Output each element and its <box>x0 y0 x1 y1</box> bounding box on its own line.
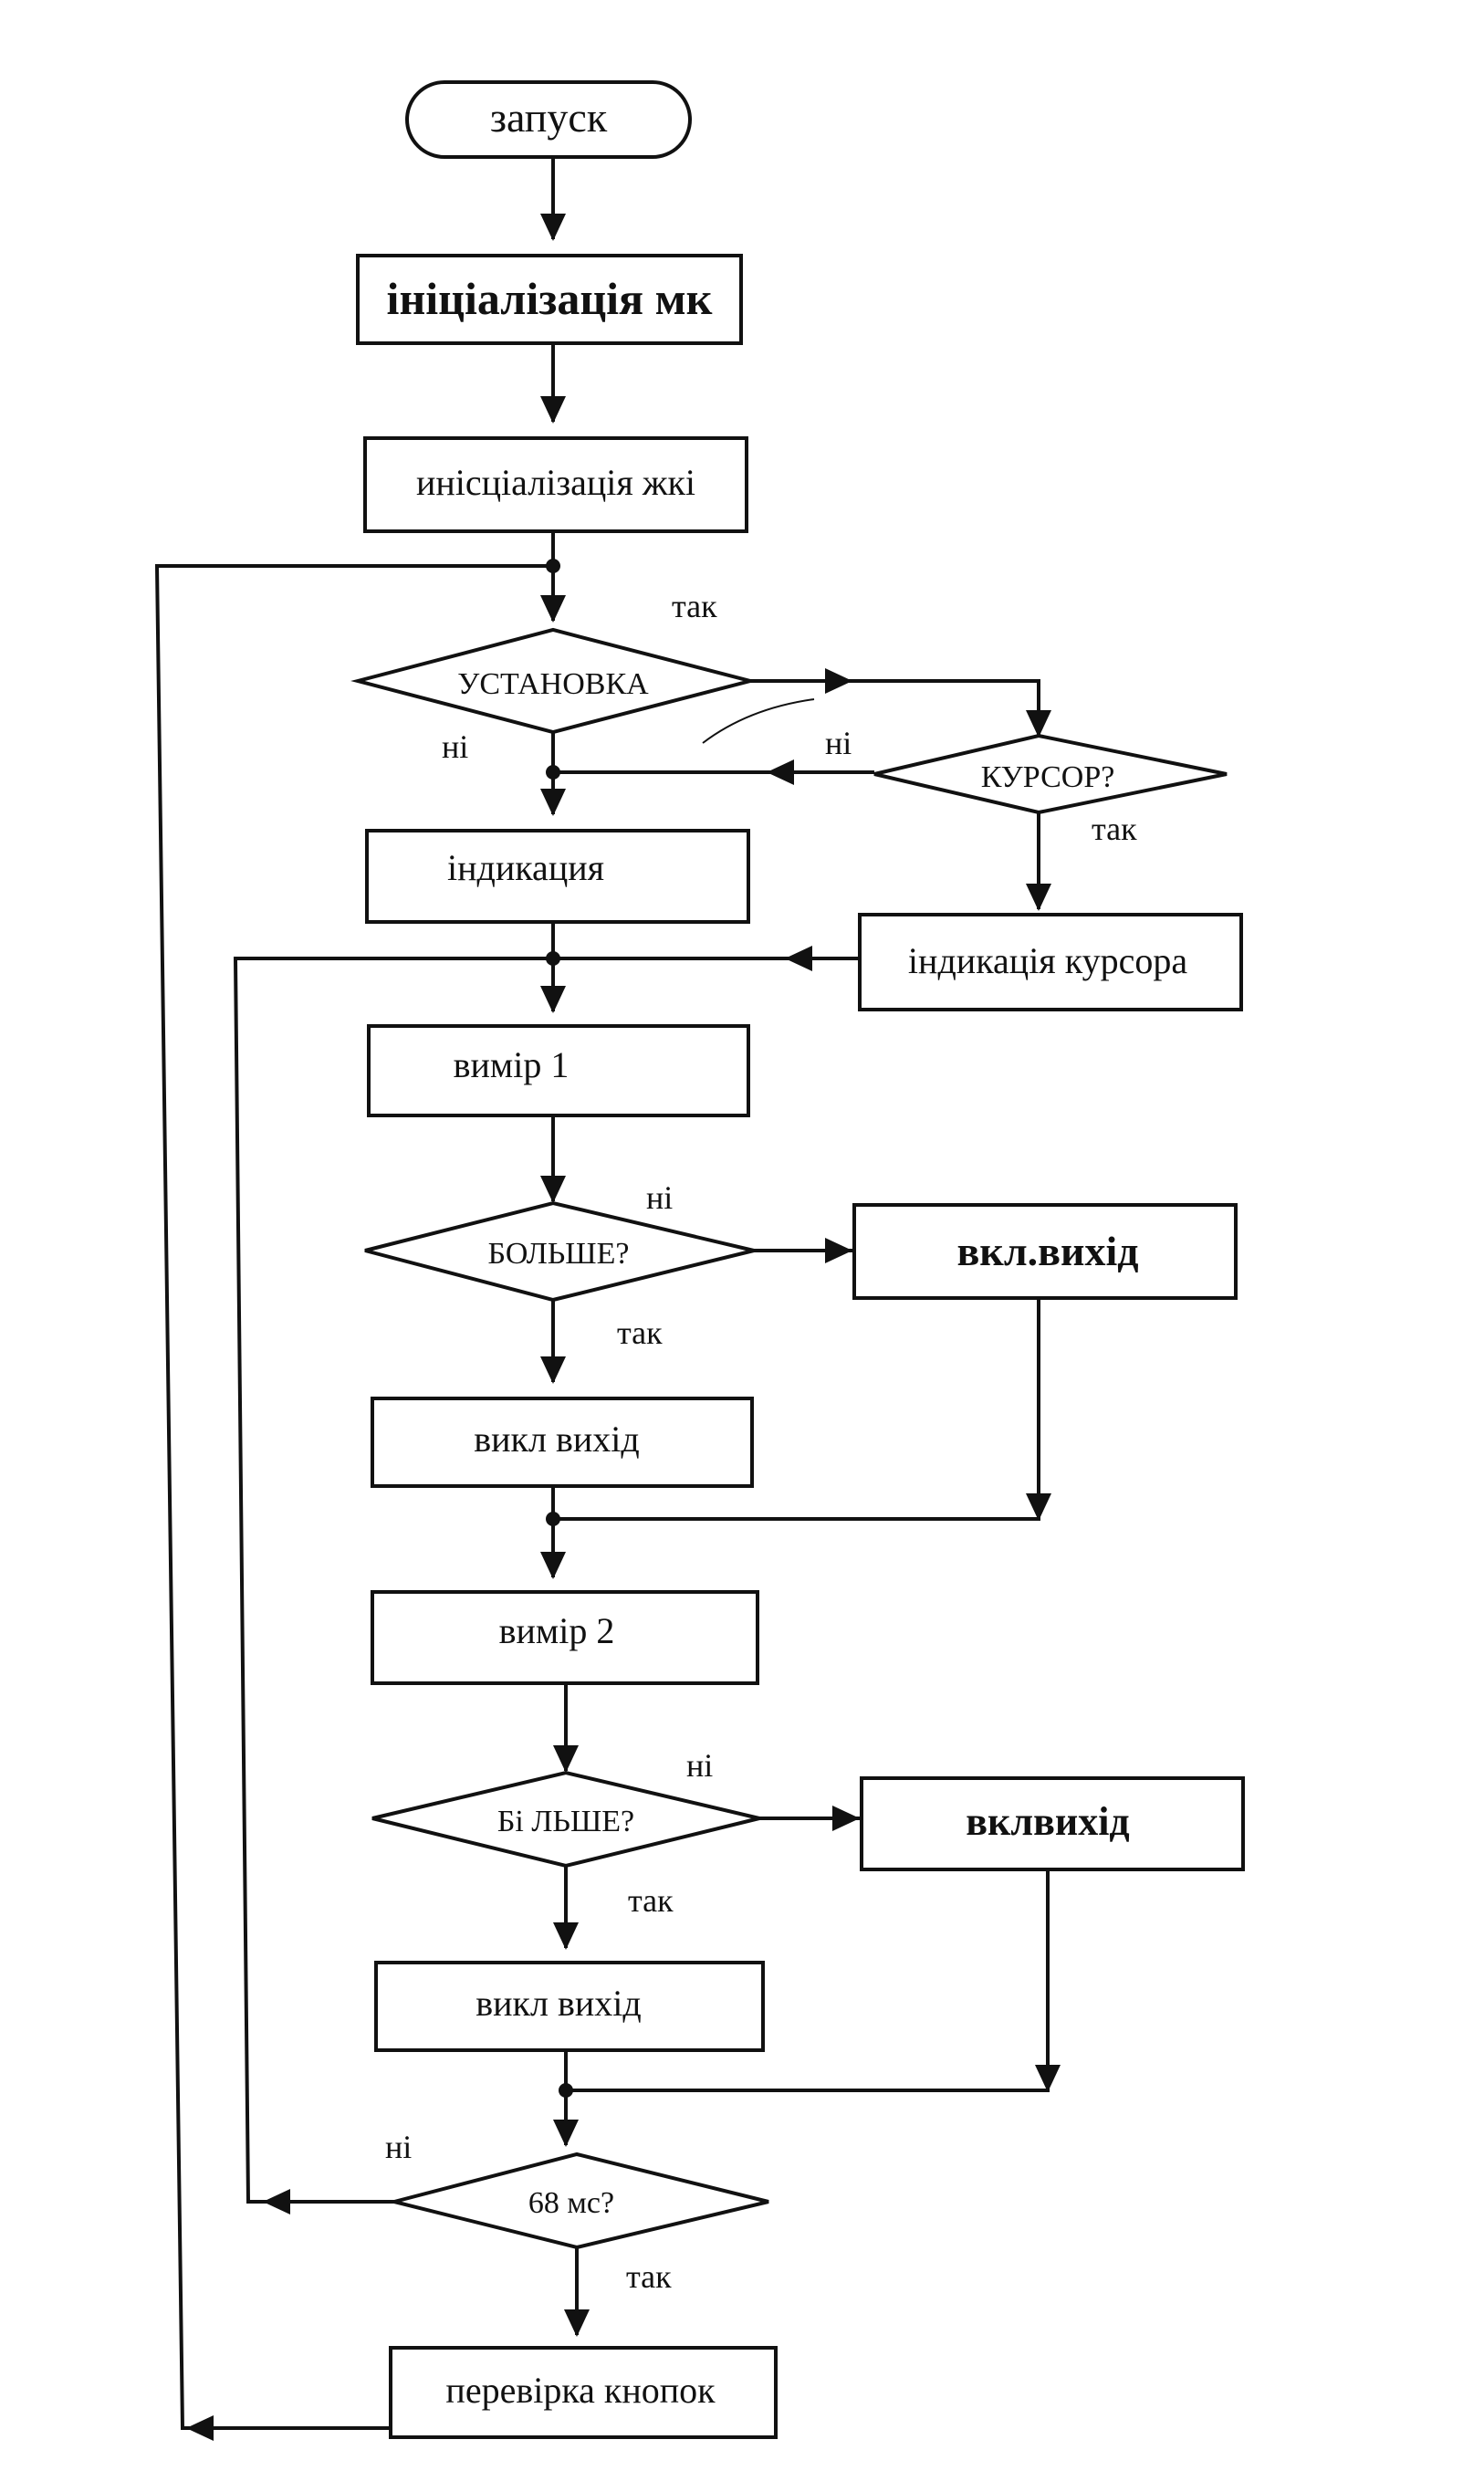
process-shape <box>371 1397 754 1488</box>
process-shape <box>852 1203 1238 1300</box>
decision-shape <box>371 1770 760 1869</box>
node-measure1: вимір 1 <box>367 1024 750 1117</box>
node-check-buttons: перевірка кнопок <box>389 2346 778 2439</box>
process-shape <box>374 1961 765 2052</box>
stray-stroke <box>702 698 815 744</box>
arrow-head <box>540 789 566 816</box>
process-shape <box>356 254 743 345</box>
node-measure2: вимір 2 <box>371 1590 759 1685</box>
arrow-head <box>540 214 566 241</box>
arrow-head <box>553 1922 579 1950</box>
edge-setup-yes <box>750 679 1040 736</box>
junction-dot <box>546 951 560 966</box>
arrow-head <box>540 986 566 1013</box>
node-more2-question: Бі ЛЬШЕ? <box>371 1770 760 1869</box>
edge-label-more2-no: ні <box>686 1747 713 1784</box>
junction-dot <box>546 765 560 780</box>
arrow-head <box>825 668 852 694</box>
edge-label-more-no: ні <box>646 1179 673 1216</box>
arrow-head <box>263 2189 290 2214</box>
arrow-head <box>767 759 794 785</box>
arrow-head <box>553 1745 579 1773</box>
node-label: УСТАНОВКА <box>457 667 649 701</box>
node-cursor-question: КУРСОР? <box>873 733 1228 815</box>
arrow-head <box>825 1238 852 1263</box>
arrow-head <box>540 396 566 424</box>
arrow-head <box>564 2309 590 2337</box>
process-shape <box>371 1590 759 1685</box>
decision-shape <box>873 733 1228 815</box>
node-label: КУРСОР? <box>981 760 1115 794</box>
edge-label-cursor-no: ні <box>825 725 852 761</box>
node-more-question: БОЛЬШЕ? <box>364 1200 755 1303</box>
node-timer-question: 68 мс? <box>393 2152 769 2250</box>
arrow-head <box>540 595 566 623</box>
node-init-lcd: инісціалізація жкі <box>363 436 748 533</box>
node-start: запуск <box>405 80 692 159</box>
node-label: Бі ЛЬШЕ? <box>497 1805 634 1838</box>
arrow-head <box>832 1806 860 1831</box>
node-label: індикация <box>447 847 604 888</box>
process-shape <box>365 829 750 924</box>
node-init-mk: ініціалізація мк <box>356 254 743 345</box>
node-label: викл вихід <box>474 1419 639 1460</box>
edge-loop-outer <box>154 564 553 2430</box>
node-label: вклвихід <box>966 1799 1129 1844</box>
node-indication: індикация <box>365 829 750 924</box>
arrow-head <box>1026 1493 1051 1521</box>
process-shape <box>367 1024 750 1117</box>
arrow-head <box>1026 710 1051 738</box>
node-label: перевірка кнопок <box>445 2370 716 2411</box>
node-label: вимір 2 <box>499 1610 615 1651</box>
arrow-heads <box>186 214 1061 2441</box>
node-label: запуск <box>490 94 608 141</box>
edge-labels: так ні ні так ні так ні так ні так <box>385 588 1137 2295</box>
node-label: вимір 1 <box>454 1044 570 1085</box>
node-out-on2: вклвихід <box>860 1776 1245 1871</box>
connectors <box>154 157 1050 2430</box>
node-label: инісціалізація жкі <box>416 462 695 503</box>
node-label: вкл.вихід <box>956 1228 1138 1274</box>
junction-dot <box>546 559 560 573</box>
decision-shape <box>350 627 758 735</box>
decision-shape <box>364 1200 755 1303</box>
arrow-head <box>540 1356 566 1384</box>
arrow-head <box>785 946 812 971</box>
decision-shape <box>393 2152 769 2250</box>
process-shape <box>389 2346 778 2439</box>
node-label: 68 мс? <box>528 2186 614 2220</box>
process-shape <box>858 913 1243 1011</box>
process-shape <box>363 436 748 533</box>
edge-label-setup-no: ні <box>442 728 468 765</box>
node-setup-question: УСТАНОВКА <box>350 627 758 735</box>
edge-loop-timer <box>233 957 553 2204</box>
node-out-on1: вкл.вихід <box>852 1203 1238 1300</box>
edge-label-more2-yes: так <box>628 1882 674 1919</box>
process-shape <box>860 1776 1245 1871</box>
node-cursor-indication: індикація курсора <box>858 913 1243 1011</box>
arrow-head <box>540 1176 566 1203</box>
node-label: викл вихід <box>476 1983 641 2024</box>
arrow-head <box>1026 884 1051 911</box>
terminator-shape <box>405 80 692 159</box>
arrow-head <box>1035 2065 1061 2092</box>
edge-label-timer-yes: так <box>626 2258 672 2295</box>
node-label: ініціалізація мк <box>387 273 713 324</box>
node-out-off2: викл вихід <box>374 1961 765 2052</box>
node-label: БОЛЬШЕ? <box>488 1237 630 1271</box>
edge-label-more-yes: так <box>617 1314 663 1351</box>
node-label: індикація курсора <box>908 940 1187 981</box>
edge-label-setup-yes: так <box>672 588 717 624</box>
arrow-head <box>540 1552 566 1579</box>
edge-label-cursor-yes: так <box>1092 811 1137 847</box>
arrow-head <box>553 2120 579 2147</box>
junction-dot <box>559 2083 573 2098</box>
edge-label-timer-no: ні <box>385 2129 412 2165</box>
junction-dot <box>546 1512 560 1526</box>
node-out-off1: викл вихід <box>371 1397 754 1488</box>
arrow-head <box>186 2415 214 2441</box>
